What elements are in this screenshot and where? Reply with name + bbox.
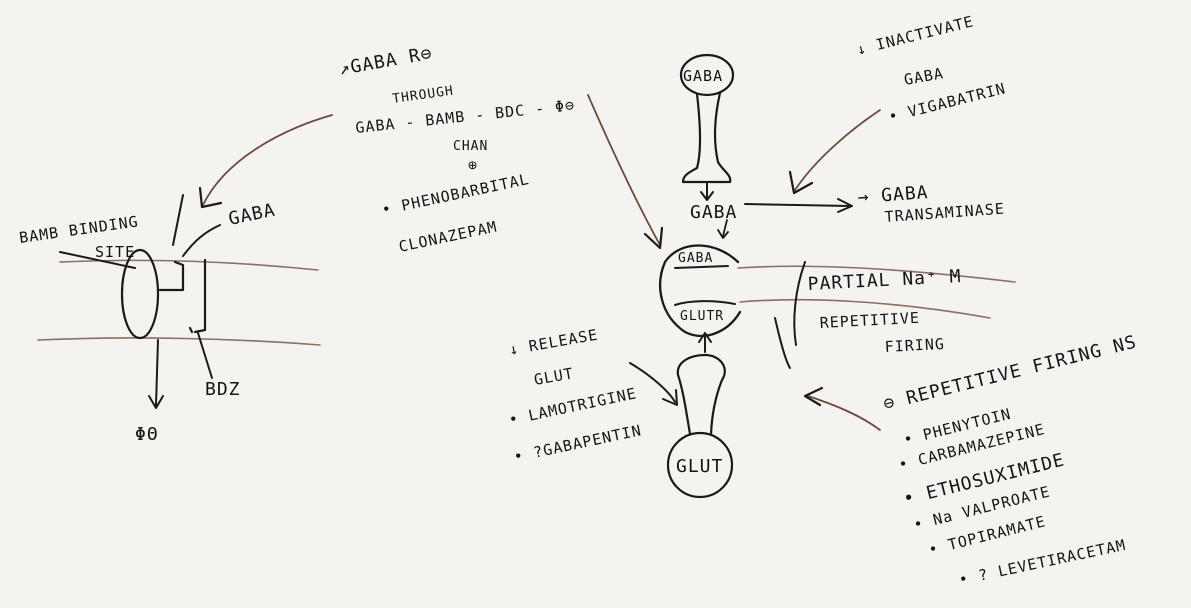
glutamate-stalk bbox=[676, 353, 726, 436]
vigabatrin-arrow bbox=[794, 109, 881, 191]
inactivate-gaba-note: ↓ INACTIVATE GABA • VIGABATRIN bbox=[855, 12, 1008, 126]
synapse-diagram: GABA GABA GABA GLUTR GLUT bbox=[659, 53, 1016, 499]
note-to-synapse-arrow bbox=[587, 94, 661, 246]
note-line-through: THROUGH bbox=[391, 84, 454, 107]
membrane-glut-label: GLUTR bbox=[680, 309, 724, 324]
bdz-label: BDZ bbox=[205, 379, 241, 400]
transaminase-gaba-line: → GABA bbox=[857, 182, 929, 208]
binding-site-oval bbox=[120, 248, 160, 340]
firing-note-arrowhead bbox=[803, 386, 824, 407]
presynaptic-stalk bbox=[681, 91, 732, 184]
gaba-receptor-line bbox=[674, 265, 729, 269]
gaba-receptor-note: ↗GABA R⊖ THROUGH GABA - BAMB - BDC - Φ⊖ … bbox=[337, 43, 576, 256]
glut-line: GLUT bbox=[533, 364, 576, 389]
transaminase-arrowhead bbox=[837, 198, 853, 213]
gaba-pointer-line-a bbox=[172, 194, 184, 246]
channel-wall-left bbox=[158, 260, 185, 292]
released-gaba-label: GABA bbox=[690, 202, 737, 223]
vigabatrin-arrowhead bbox=[788, 170, 814, 195]
inactivate-gaba-line: GABA bbox=[903, 64, 946, 89]
postsynaptic-body bbox=[659, 244, 742, 337]
site-pointer-line bbox=[59, 251, 136, 269]
gaba-label-left: GABA bbox=[227, 200, 278, 230]
lamotrigine-bullet: • LAMOTRIGINE bbox=[507, 384, 638, 429]
repetitive-line: REPETITIVE bbox=[819, 309, 920, 332]
transaminase-arrow-shaft bbox=[744, 203, 851, 207]
glut-release-arrowhead bbox=[698, 332, 712, 343]
repetitive-firing-note: ⊖ REPETITIVE FIRING NS • PHENYTOIN • CAR… bbox=[881, 331, 1139, 588]
transaminase-note: → GABA TRANSAMINASE bbox=[857, 182, 1005, 226]
glut-release-note: ↓ RELEASE GLUT • LAMOTRIGINE • ?GABAPENT… bbox=[507, 326, 643, 466]
vesicle-gaba-label: GABA bbox=[683, 67, 723, 85]
bdz-pointer-line bbox=[197, 332, 213, 379]
firing-note-arrow bbox=[807, 395, 881, 431]
gaba-entry-arrowhead bbox=[717, 229, 729, 239]
channel-wall-right bbox=[193, 258, 207, 334]
note-to-receptor-arrowhead bbox=[198, 186, 223, 209]
note-line-chan: CHAN bbox=[453, 139, 488, 154]
release-note-arrowhead bbox=[662, 389, 678, 406]
note-line-gaba-r: ↗GABA R⊖ bbox=[337, 43, 434, 80]
sodium-channel-note: PARTIAL Na⁺ M REPETITIVE FIRING bbox=[774, 261, 962, 369]
note-line-positive-mark: ⊕ bbox=[468, 156, 478, 174]
channel-tick-mark bbox=[774, 317, 791, 369]
note-line-channel-path: GABA - BAMB - BDC - Φ⊖ bbox=[355, 96, 576, 137]
output-symbol-label: ΦΘ bbox=[135, 424, 159, 445]
glutamate-vesicle bbox=[666, 431, 734, 499]
channel-bracket bbox=[793, 261, 806, 346]
axon-lower-line bbox=[739, 298, 991, 319]
partial-na-line: PARTIAL Na⁺ M bbox=[807, 266, 962, 295]
ion-flow-arrow-shaft bbox=[155, 339, 159, 406]
note-bullet-clonazepam: CLONAZEPAM bbox=[397, 217, 499, 255]
presynaptic-vesicle bbox=[679, 53, 735, 97]
glut-vesicle-label: GLUT bbox=[676, 456, 723, 477]
site-label-line1: BAMB BINDING bbox=[18, 212, 140, 247]
left-receptor-diagram: BAMB BINDING SITE GABA BDZ ΦΘ bbox=[18, 194, 321, 445]
lower-membrane-line-left bbox=[37, 337, 321, 346]
release-note-arrow bbox=[629, 362, 676, 403]
upper-membrane-line-left bbox=[59, 259, 319, 271]
membrane-gaba-label: GABA bbox=[678, 251, 713, 266]
note-bullet-phenobarbital: • PHENOBARBITAL bbox=[380, 170, 531, 219]
ion-flow-arrow-head bbox=[148, 395, 164, 409]
channel-wall-tick bbox=[188, 326, 194, 334]
gaba-entry-arrow bbox=[722, 219, 728, 237]
reduce-release-line: ↓ RELEASE bbox=[508, 326, 600, 359]
release-arrow-head bbox=[700, 191, 714, 201]
note-to-synapse-arrowhead bbox=[643, 226, 664, 250]
firing-line: FIRING bbox=[884, 335, 945, 356]
axon-upper-line bbox=[737, 265, 1016, 283]
inactivate-line: ↓ INACTIVATE bbox=[855, 12, 976, 59]
glut-receptor-line bbox=[674, 300, 736, 306]
note-to-receptor-arrow bbox=[202, 114, 333, 206]
gaba-pointer-line-b bbox=[182, 224, 221, 257]
gabapentin-bullet: • ?GABAPENTIN bbox=[512, 421, 643, 466]
site-label-line2: SITE bbox=[95, 243, 135, 261]
